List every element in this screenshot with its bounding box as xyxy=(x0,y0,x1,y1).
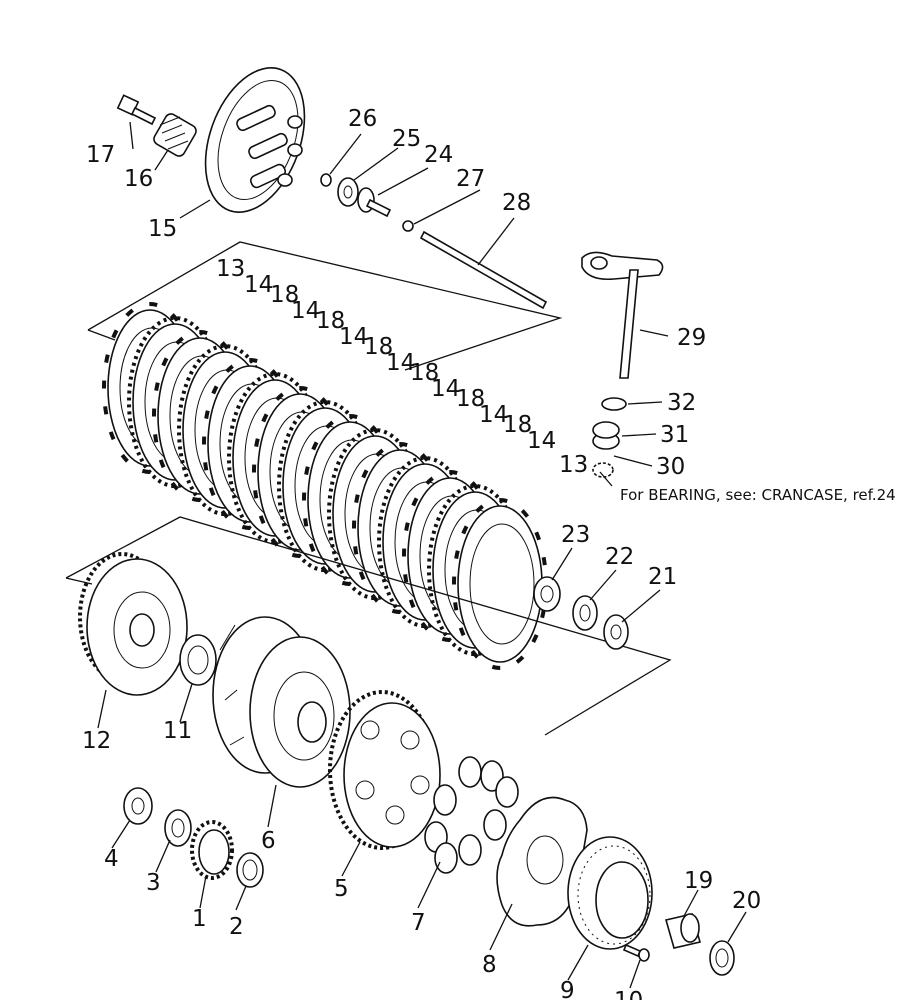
lever-29 xyxy=(581,251,664,379)
label-26: 26 xyxy=(348,106,377,132)
label-23: 23 xyxy=(561,522,590,548)
label-2: 2 xyxy=(229,914,244,940)
seal-31 xyxy=(592,421,620,450)
circlip-26 xyxy=(320,173,332,187)
washer-21 xyxy=(603,614,629,650)
label-1: 1 xyxy=(192,906,207,932)
plate-8 xyxy=(496,796,588,927)
label-22: 22 xyxy=(605,544,634,570)
label-21: 21 xyxy=(648,564,677,590)
sprocket-1 xyxy=(190,820,234,880)
label-18-a: 18 xyxy=(270,282,299,308)
label-18-f: 18 xyxy=(503,412,532,438)
nut-4 xyxy=(123,787,153,825)
screw-10 xyxy=(622,943,650,962)
label-12: 12 xyxy=(82,728,111,754)
spring-16 xyxy=(153,113,197,157)
label-14-g: 14 xyxy=(527,428,556,454)
label-29: 29 xyxy=(677,325,706,351)
label-30: 30 xyxy=(656,454,685,480)
label-18-d: 18 xyxy=(410,360,439,386)
leader-lines xyxy=(97,121,747,989)
plate-pack-frame xyxy=(87,241,563,371)
washer-22 xyxy=(572,595,598,631)
washer-20 xyxy=(709,940,735,976)
pushrod-24 xyxy=(357,187,392,218)
label-14-b: 14 xyxy=(291,298,320,324)
clutch-basket-6 xyxy=(212,616,351,788)
label-19: 19 xyxy=(684,868,713,894)
label-25: 25 xyxy=(392,126,421,152)
label-8: 8 xyxy=(482,952,497,978)
rod-28 xyxy=(419,230,548,310)
label-32: 32 xyxy=(667,390,696,416)
label-13-top: 13 xyxy=(216,256,245,282)
nut-23 xyxy=(533,576,561,612)
label-9: 9 xyxy=(560,978,575,1000)
ball-27 xyxy=(402,220,414,232)
label-11: 11 xyxy=(163,718,192,744)
label-16: 16 xyxy=(124,166,153,192)
label-18-c: 18 xyxy=(364,334,393,360)
bearing-25 xyxy=(337,177,359,207)
label-15: 15 xyxy=(148,216,177,242)
label-14-f: 14 xyxy=(479,402,508,428)
circlip-32 xyxy=(601,397,627,411)
pressure-plate-15 xyxy=(204,67,306,213)
label-17: 17 xyxy=(86,142,115,168)
label-6: 6 xyxy=(261,828,276,854)
label-28: 28 xyxy=(502,190,531,216)
gear-12 xyxy=(78,552,188,696)
label-10: 10 xyxy=(614,988,643,1000)
label-24: 24 xyxy=(424,142,453,168)
label-31: 31 xyxy=(660,422,689,448)
label-13-bottom: 13 xyxy=(559,452,588,478)
hub-frame xyxy=(65,516,672,736)
dampers-7 xyxy=(424,756,519,874)
bush-2 xyxy=(236,852,264,888)
label-20: 20 xyxy=(732,888,761,914)
label-7: 7 xyxy=(411,910,426,936)
label-3: 3 xyxy=(146,870,161,896)
label-14-c: 14 xyxy=(339,324,368,350)
label-4: 4 xyxy=(104,846,119,872)
label-18-b: 18 xyxy=(316,308,345,334)
label-18-e: 18 xyxy=(456,386,485,412)
ring-9 xyxy=(567,836,653,950)
label-14-e: 14 xyxy=(431,376,460,402)
bush-19 xyxy=(664,913,702,949)
label-5: 5 xyxy=(334,876,349,902)
clutch-plates-stack xyxy=(102,302,548,670)
part-labels: 1 2 3 4 5 6 7 8 9 10 11 12 13 13 14 14 1… xyxy=(82,106,896,1000)
label-27: 27 xyxy=(456,166,485,192)
washer-3 xyxy=(164,809,192,847)
bearing-reference-note: For BEARING, see: CRANCASE, ref.24 xyxy=(620,486,896,504)
label-14-d: 14 xyxy=(386,350,415,376)
label-14-a: 14 xyxy=(244,272,273,298)
bearing-30 xyxy=(592,462,614,478)
washer-11 xyxy=(179,634,217,686)
primary-gear-5 xyxy=(328,690,441,850)
bolt-17 xyxy=(116,94,157,126)
